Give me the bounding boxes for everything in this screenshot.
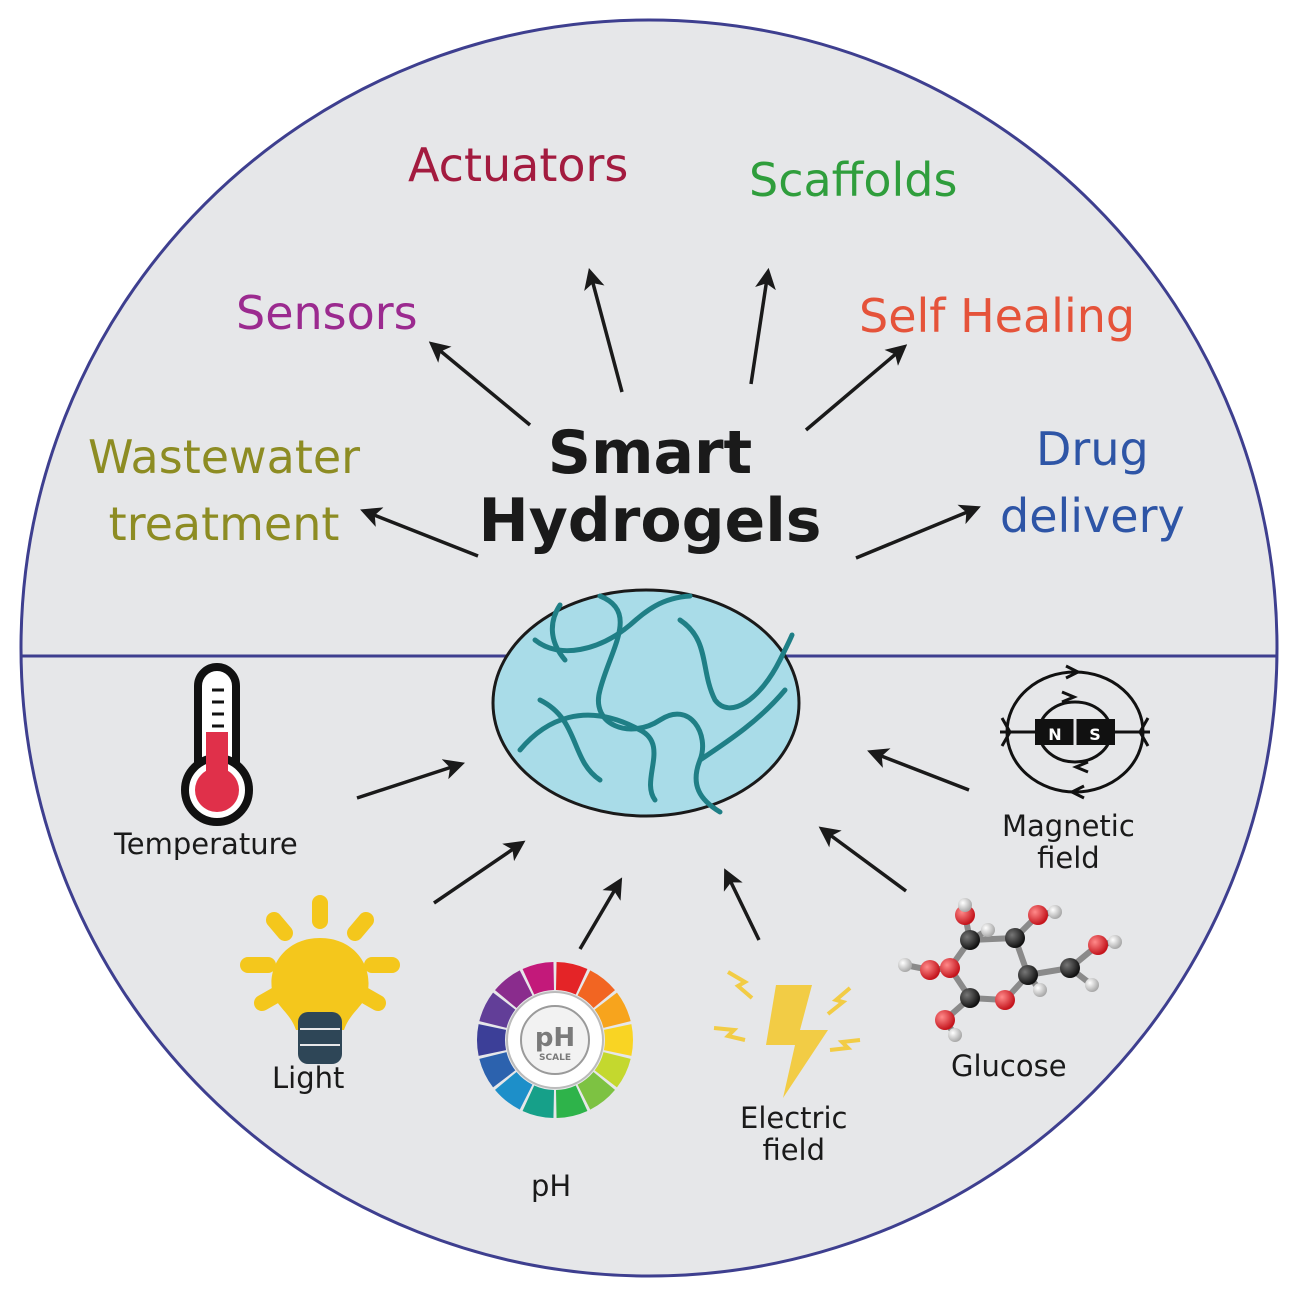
thermometer-icon: [181, 663, 253, 826]
application-arrows: [360, 267, 981, 560]
label-glucose: Glucose: [951, 1049, 1067, 1083]
label-light: Light: [272, 1061, 345, 1095]
magnet-icon: N S: [1000, 664, 1150, 800]
glucose-atom: [1060, 958, 1080, 978]
drug-delivery-line-2: delivery: [1000, 488, 1185, 543]
hydrogel-network-icon: [491, 588, 801, 818]
arrow-from-temperature: [356, 759, 465, 800]
arrow-to-scaffolds: [749, 267, 776, 385]
glucose-atom: [920, 960, 940, 980]
glucose-atom: [1005, 928, 1025, 948]
ph-segment: [479, 992, 516, 1028]
magnet-north-text: N: [1048, 725, 1061, 744]
glucose-atom: [1108, 935, 1122, 949]
wastewater-line-1: Wastewater: [88, 430, 361, 484]
glucose-atom: [1048, 905, 1062, 919]
glucose-atom: [960, 930, 980, 950]
light-bulb-icon: [240, 895, 400, 1064]
label-magnetic-field: Magnetic field: [1002, 810, 1135, 875]
magnetic-line-1: Magnetic: [1002, 809, 1135, 843]
glucose-atom: [948, 1028, 962, 1042]
label-self-healing: Self Healing: [859, 289, 1136, 343]
arrow-from-light: [433, 840, 526, 905]
ph-segment: [477, 1024, 507, 1056]
glucose-molecule-icon: [898, 898, 1122, 1042]
label-actuators: Actuators: [408, 138, 629, 192]
arrow-to-sensors: [428, 341, 532, 427]
lightning-bolt-icon: [713, 970, 861, 1098]
ph-segment: [522, 1085, 555, 1118]
electric-line-1: Electric: [740, 1101, 848, 1135]
glucose-atom: [995, 990, 1015, 1010]
ph-icon-text: pH: [535, 1023, 575, 1053]
drug-delivery-line-1: Drug: [1036, 422, 1149, 476]
arrow-to-drug-delivery: [855, 504, 981, 560]
ph-segment: [577, 1071, 615, 1110]
glucose-atom: [958, 898, 972, 912]
glucose-atom: [1088, 935, 1108, 955]
label-drug-delivery: Drug delivery: [1000, 416, 1185, 549]
glucose-atom: [955, 905, 975, 925]
glucose-atom: [960, 988, 980, 1008]
ph-segment: [522, 962, 555, 995]
wastewater-line-2: treatment: [108, 496, 340, 551]
ph-segment: [555, 1085, 588, 1118]
ph-segment: [479, 1052, 516, 1088]
arrow-to-wastewater: [360, 507, 479, 558]
label-sensors: Sensors: [236, 286, 418, 340]
glucose-atom: [935, 1010, 955, 1030]
glucose-atom: [898, 958, 912, 972]
arrow-from-ph: [578, 877, 623, 950]
title-line-2: Hydrogels: [478, 485, 822, 556]
glucose-atom: [1033, 983, 1047, 997]
arrow-from-magnetic: [867, 748, 970, 792]
glucose-atom: [940, 958, 960, 978]
ph-segment: [603, 1024, 633, 1056]
arrow-from-glucose: [818, 826, 908, 893]
label-scaffolds: Scaffolds: [749, 153, 958, 207]
stimulus-arrows: [356, 748, 970, 950]
ph-segment: [555, 962, 588, 995]
ph-segment: [594, 992, 631, 1028]
magnetic-line-2: field: [1037, 841, 1100, 876]
ph-icon-subtext: SCALE: [539, 1053, 571, 1063]
glucose-atom: [1028, 905, 1048, 925]
center-title: Smart Hydrogels: [460, 418, 840, 556]
label-ph: pH: [531, 1169, 572, 1203]
label-temperature: Temperature: [114, 827, 298, 861]
magnet-south-text: S: [1089, 725, 1101, 744]
label-wastewater-treatment: Wastewater treatment: [88, 424, 360, 557]
ph-segment: [495, 1071, 533, 1110]
arrow-from-electric: [723, 868, 761, 941]
glucose-atom: [1018, 965, 1038, 985]
arrow-to-self-healing: [804, 344, 908, 432]
label-electric-field: Electric field: [740, 1102, 847, 1167]
title-line-1: Smart: [547, 418, 753, 488]
ph-segment: [594, 1052, 631, 1088]
ph-segment: [495, 970, 533, 1009]
glucose-atom: [981, 923, 995, 937]
glucose-atom: [1085, 978, 1099, 992]
electric-line-2: field: [762, 1133, 826, 1168]
ph-segment: [577, 970, 615, 1009]
arrow-to-actuators: [584, 267, 624, 393]
